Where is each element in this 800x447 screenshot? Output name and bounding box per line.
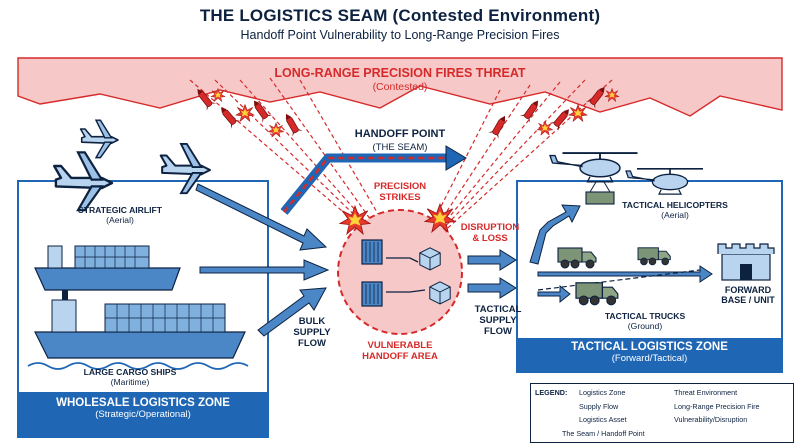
disruption-label: DISRUPTION & LOSS [460, 222, 520, 244]
tactical-zone-band: TACTICAL LOGISTICS ZONE (Forward/Tactica… [518, 338, 781, 371]
wholesale-zone-title: WHOLESALE LOGISTICS ZONE [56, 397, 230, 409]
airlift-sublabel: (Aerial) [106, 215, 134, 225]
airlift-label: STRATEGIC AIRLIFT [77, 205, 163, 215]
legend-title: LEGEND: [535, 388, 568, 397]
threat-subtitle: (Contested) [372, 81, 428, 93]
helicopters-sublabel: (Aerial) [661, 210, 689, 220]
ships-label: LARGE CARGO SHIPS [83, 367, 177, 377]
trucks-sublabel: (Ground) [627, 321, 663, 331]
legend-item-vulnerability: Vulnerability/Disruption [674, 415, 748, 424]
main-title: THE LOGISTICS SEAM (Contested Environmen… [199, 6, 601, 25]
legend-item-precision-fire: Long-Range Precision Fire [674, 402, 760, 411]
legend-item-supply-flow: Supply Flow [579, 402, 619, 411]
bulk-flow-label: BULK SUPPLY FLOW [293, 316, 331, 349]
tactical-flow-label: TACTICAL SUPPLY FLOW [474, 304, 522, 337]
sling-load [585, 191, 615, 205]
forward-base-label: FORWARD BASE / UNIT [721, 285, 775, 305]
waves [27, 362, 249, 370]
legend-item-seam: The Seam / Handoff Point [562, 429, 645, 438]
legend-item-logistics-zone: Logistics Zone [579, 388, 626, 397]
wholesale-zone-subtitle: (Strategic/Operational) [95, 409, 191, 420]
helicopters-label: TACTICAL HELICOPTERS [622, 200, 728, 210]
legend: LEGEND: Logistics Zone Threat Environmen… [530, 383, 794, 443]
tactical-flow-arrows [467, 204, 713, 304]
main-subtitle: Handoff Point Vulnerability to Long-Rang… [240, 28, 560, 42]
tactical-zone-title: TACTICAL LOGISTICS ZONE [571, 341, 728, 353]
bulk-flow-arrows [195, 183, 330, 337]
wholesale-zone-band: WHOLESALE LOGISTICS ZONE (Strategic/Oper… [19, 392, 267, 436]
vulnerable-area-label: VULNERABLE HANDOFF AREA [362, 340, 438, 362]
legend-item-logistics-asset: Logistics Asset [579, 415, 627, 424]
trucks-label: TACTICAL TRUCKS [604, 311, 686, 321]
ships-sublabel: (Maritime) [110, 377, 150, 387]
legend-item-threat-environment: Threat Environment [674, 388, 738, 397]
forward-base-icon [717, 243, 775, 281]
handoff-point-title: HANDOFF POINT [354, 128, 446, 140]
threat-title: LONG-RANGE PRECISION FIRES THREAT [274, 66, 526, 80]
handoff-point-subtitle: (THE SEAM) [372, 142, 428, 153]
cargo-ship-1 [34, 245, 181, 291]
tactical-zone-subtitle: (Forward/Tactical) [611, 353, 688, 364]
cargo-ship-2 [34, 290, 246, 359]
precision-strikes-label: PRECISION STRIKES [373, 181, 427, 203]
